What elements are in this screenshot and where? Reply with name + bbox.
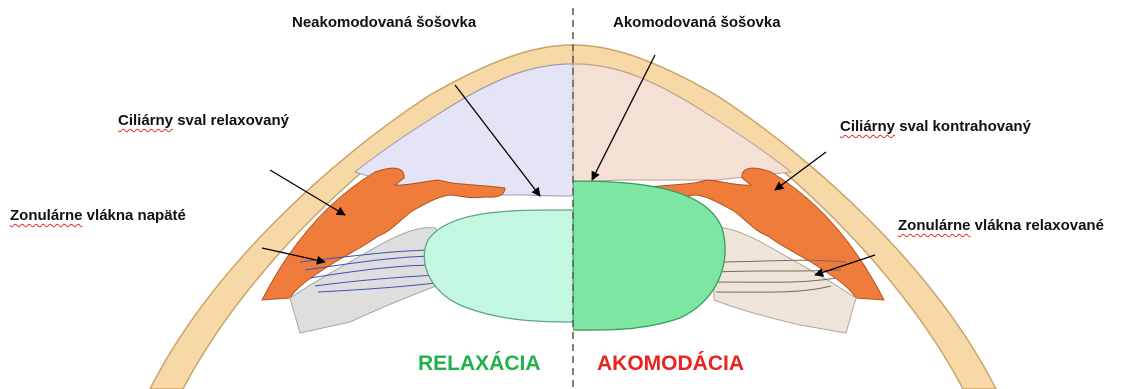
relaxed-half	[150, 45, 573, 389]
label-ciliary-contracted-rest: sval kontrahovaný	[895, 118, 1031, 135]
state-accommodation: AKOMODÁCIA	[597, 352, 744, 376]
label-ciliary-relaxed-rest: sval relaxovaný	[173, 112, 289, 129]
state-relaxation: RELAXÁCIA	[418, 352, 541, 376]
label-zonular-tense-word1: Zonulárne	[10, 207, 83, 224]
label-unaccommodated-lens: Neakomodovaná šošovka	[292, 14, 476, 32]
lens-right	[573, 181, 725, 330]
label-ciliary-relaxed-word1: Ciliárny	[118, 112, 173, 129]
lens-left	[424, 210, 573, 322]
label-zonular-relaxed-rest: vlákna relaxované	[971, 217, 1104, 234]
label-ciliary-contracted-word1: Ciliárny	[840, 118, 895, 135]
label-zonular-tense: Zonulárne vlákna napäté	[10, 207, 186, 225]
label-ciliary-contracted: Ciliárny sval kontrahovaný	[840, 118, 1031, 136]
label-zonular-tense-rest: vlákna napäté	[83, 207, 186, 224]
label-ciliary-relaxed: Ciliárny sval relaxovaný	[118, 112, 289, 130]
label-zonular-relaxed: Zonulárne vlákna relaxované	[898, 217, 1104, 235]
label-zonular-relaxed-word1: Zonulárne	[898, 217, 971, 234]
label-accommodated-lens: Akomodovaná šošovka	[613, 14, 781, 32]
